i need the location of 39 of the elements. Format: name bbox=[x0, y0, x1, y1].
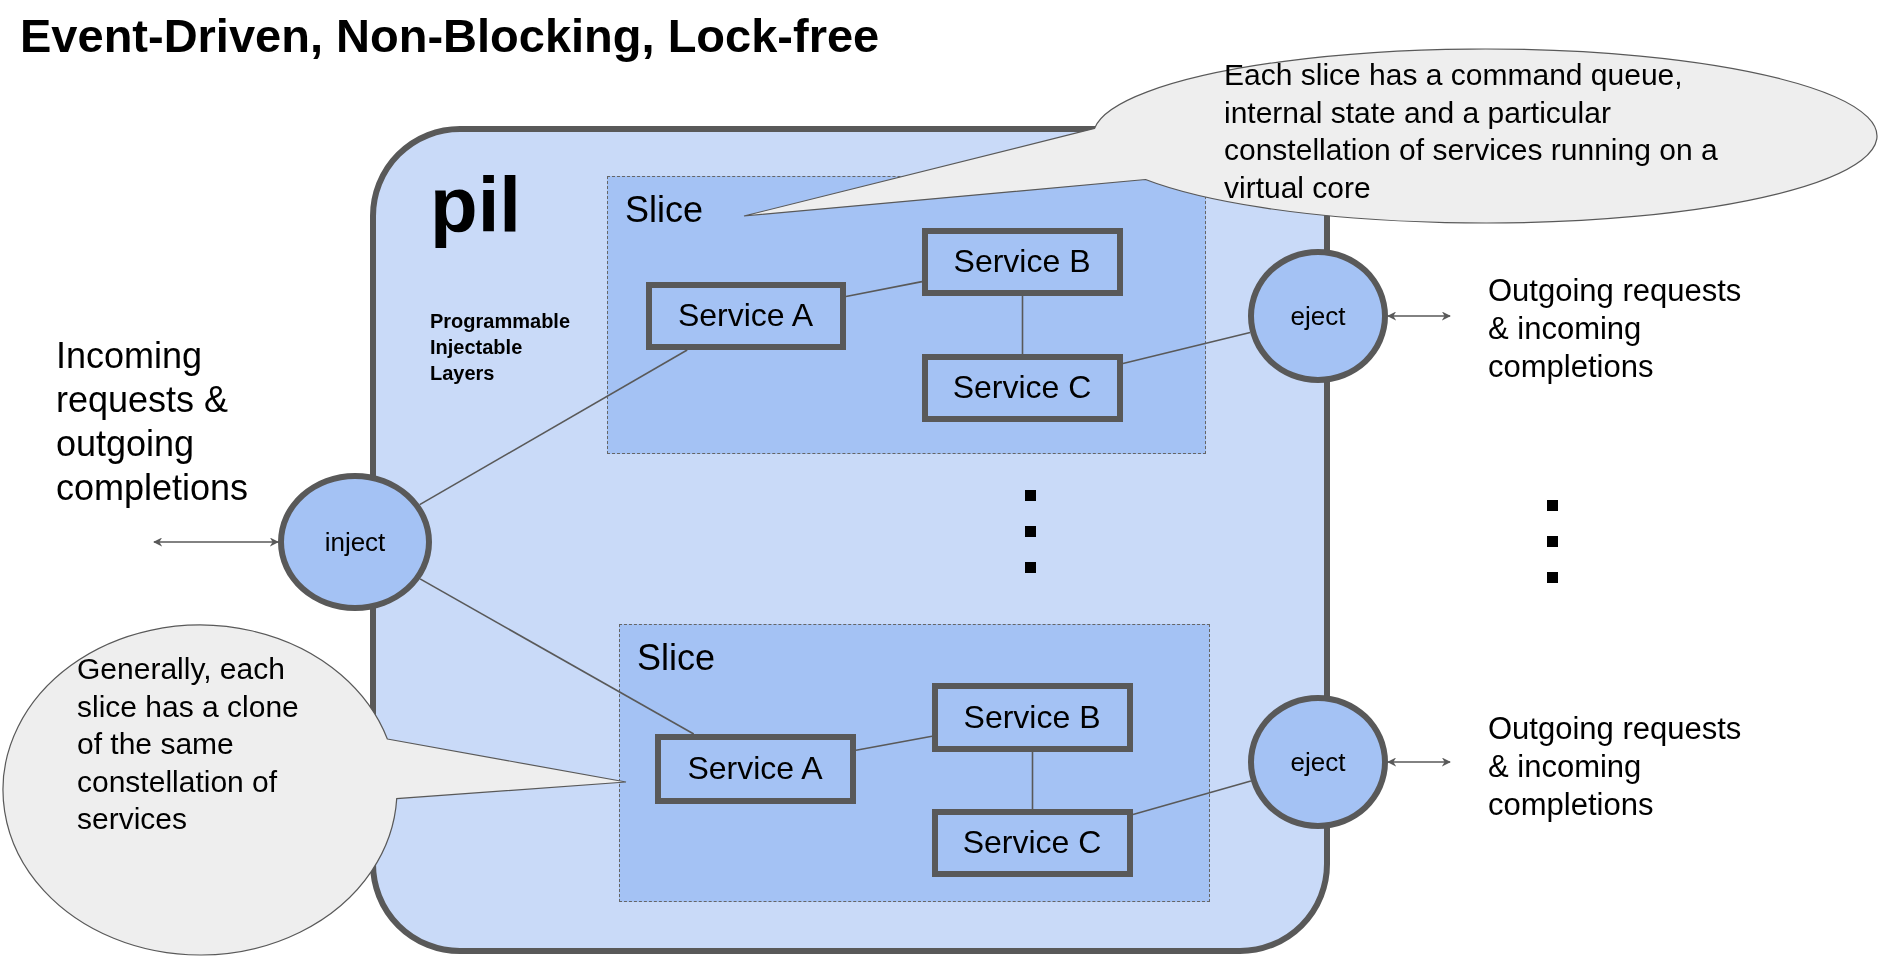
arrow bbox=[1387, 311, 1451, 321]
side-note: Outgoing requests & incoming completions bbox=[1488, 710, 1743, 824]
service-box bbox=[921, 353, 1123, 422]
node-text: Service B bbox=[963, 698, 1101, 736]
layer-subtitle: Programmable Injectable Layers bbox=[430, 309, 572, 386]
service-box bbox=[921, 227, 1123, 296]
layer-name: pil bbox=[430, 160, 521, 251]
node-text: Service A bbox=[687, 750, 823, 787]
slice-group bbox=[619, 624, 1210, 902]
connector-line bbox=[1021, 295, 1024, 355]
callout-tooltip bbox=[2, 624, 626, 956]
side-note: Incoming requests & outgoing completions bbox=[56, 334, 250, 510]
connector-line bbox=[418, 349, 688, 506]
node-text: inject bbox=[324, 526, 386, 558]
connector-line bbox=[845, 280, 923, 298]
arrow bbox=[1387, 757, 1451, 767]
arrow bbox=[153, 537, 279, 547]
service-box bbox=[645, 281, 846, 350]
connector-line bbox=[1132, 780, 1252, 816]
connector-line bbox=[419, 578, 695, 735]
service-box bbox=[654, 733, 856, 804]
connector-line bbox=[1031, 751, 1034, 810]
group-title: Slice bbox=[625, 189, 704, 231]
service-box bbox=[931, 808, 1133, 877]
connector-line bbox=[1122, 331, 1251, 365]
group-title: Slice bbox=[637, 637, 716, 679]
node-text: Service A bbox=[677, 297, 814, 334]
node-text: Service B bbox=[953, 243, 1091, 280]
connector-line bbox=[855, 735, 933, 752]
node-text: eject bbox=[1290, 746, 1346, 778]
callout-text: Generally, each slice has a clone of the same constellation of services bbox=[77, 651, 300, 837]
diagram-title: Event-Driven, Non-Blocking, Lock-free bbox=[20, 8, 880, 63]
service-box bbox=[931, 682, 1133, 752]
node-text: Service C bbox=[952, 369, 1092, 406]
callout-text: Each slice has a command queue, internal state and a particular constellation of services running on a virtual core bbox=[1224, 57, 1719, 206]
node-text: eject bbox=[1290, 300, 1346, 332]
side-note: Outgoing requests & incoming completions bbox=[1488, 272, 1743, 386]
slice-group bbox=[607, 176, 1206, 454]
node-text: Service C bbox=[962, 824, 1102, 861]
